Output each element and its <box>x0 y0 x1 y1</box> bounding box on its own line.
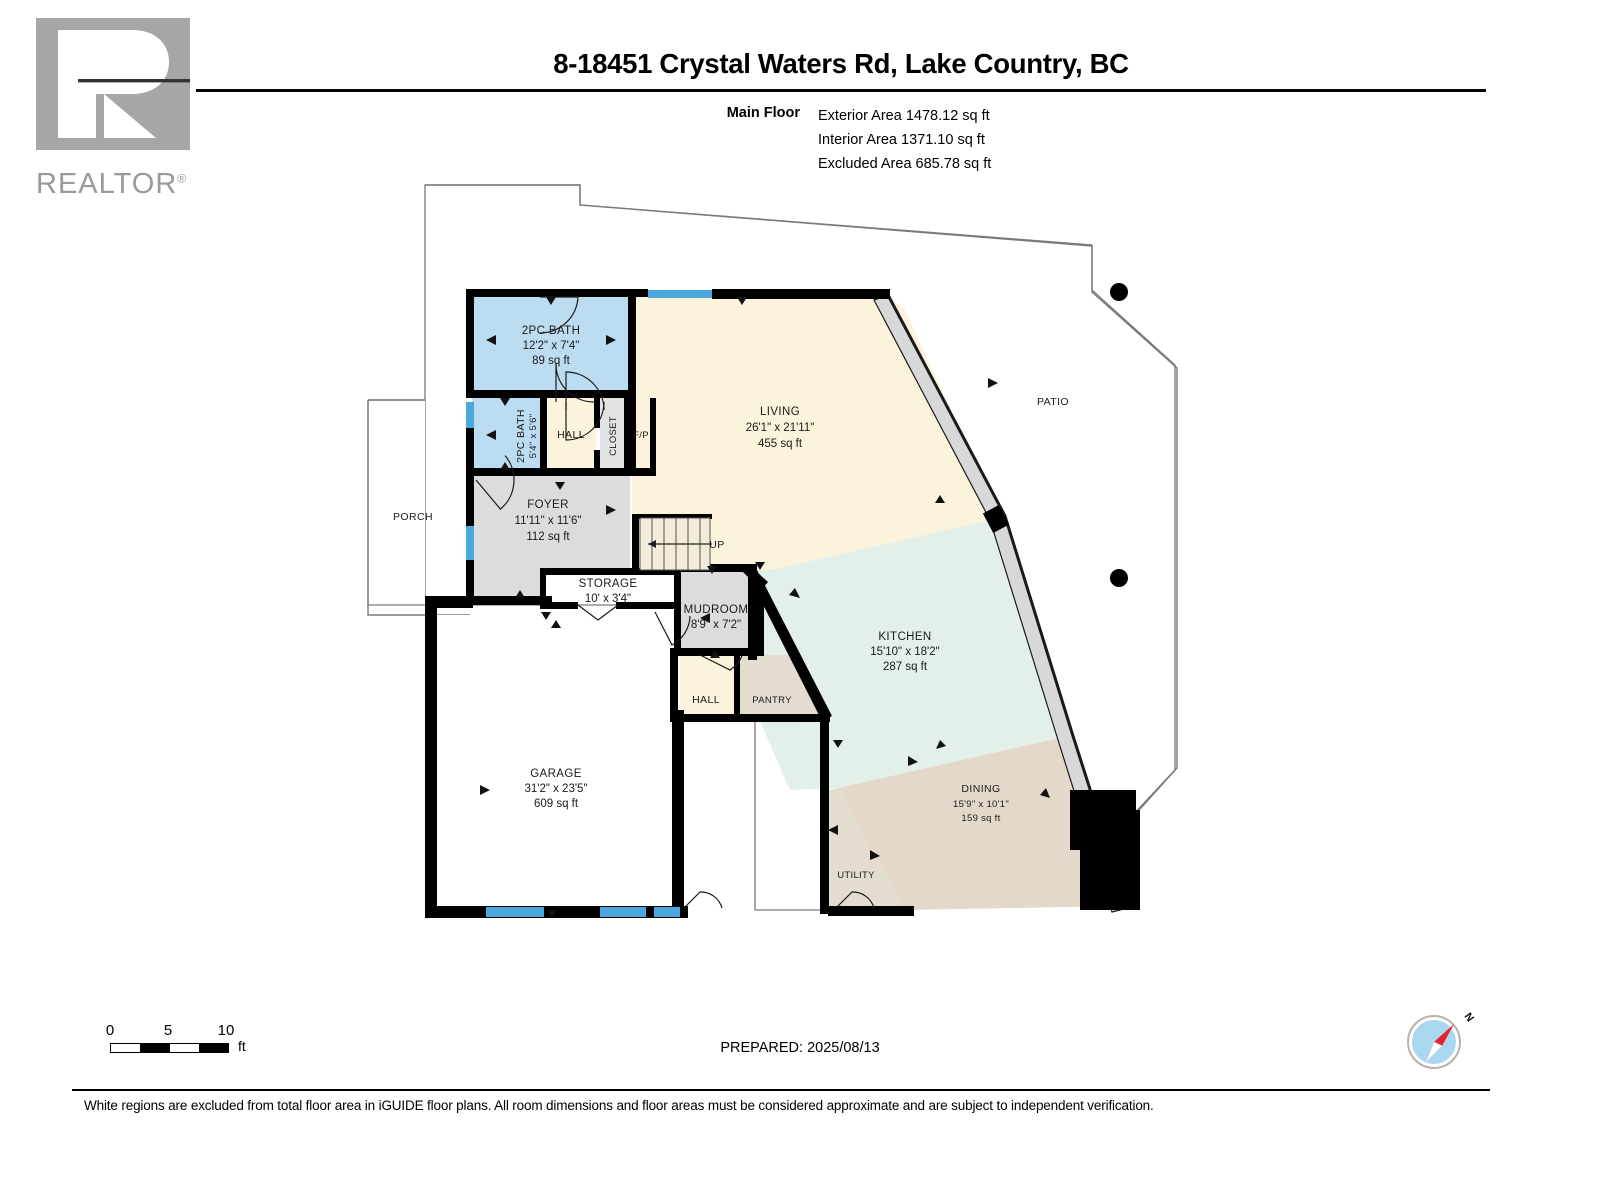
room-name-bath-upper: 2PC BATH <box>522 325 581 337</box>
room-area-living: 455 sq ft <box>758 438 803 450</box>
room-name-hall-upper: HALL <box>557 429 585 441</box>
room-area-bath-upper: 89 sq ft <box>532 355 571 367</box>
realtor-r-icon <box>36 18 190 150</box>
page-title: 8-18451 Crystal Waters Rd, Lake Country,… <box>553 48 1129 79</box>
interior-area: Interior Area 1371.10 sq ft <box>818 132 985 148</box>
page-header: REALTOR® 8-18451 Crystal Waters Rd, Lake… <box>0 0 1600 200</box>
room-area-kitchen: 287 sq ft <box>883 661 928 673</box>
compass-north-label: N <box>1462 1011 1476 1024</box>
realtor-wordmark: REALTOR® <box>36 168 187 201</box>
staircase: UP <box>639 517 724 571</box>
floor-label: Main Floor <box>726 105 800 121</box>
title-divider <box>196 89 1486 92</box>
floor-plan: UP <box>0 150 1600 1010</box>
realtor-wordmark-text: REALTOR <box>36 168 178 200</box>
room-name-patio: PATIO <box>1037 396 1069 408</box>
room-dim-kitchen: 15'10" x 18'2" <box>870 646 939 658</box>
room-area-dining: 159 sq ft <box>961 813 1000 824</box>
room-name-kitchen: KITCHEN <box>878 631 931 643</box>
room-name-fp: F/P <box>633 430 649 441</box>
scale-tick-0: 0 <box>105 1022 115 1039</box>
footer-divider <box>72 1089 1490 1091</box>
windows <box>466 290 712 917</box>
room-name-living: LIVING <box>760 406 800 418</box>
room-dim-storage: 10' x 3'4" <box>585 593 631 605</box>
garage-interior <box>432 615 680 915</box>
room-dim-bath-lower: 5'4" x 5'6" <box>528 414 539 459</box>
room-name-porch: PORCH <box>393 511 433 523</box>
scale-unit-label: ft <box>238 1038 246 1054</box>
prepared-date: PREPARED: 2025/08/13 <box>720 1040 880 1056</box>
room-area-garage: 609 sq ft <box>534 798 579 810</box>
scale-segment <box>198 1044 228 1052</box>
room-name-bath-lower: 2PC BATH <box>515 409 527 463</box>
exterior-area: Exterior Area 1478.12 sq ft <box>818 108 990 124</box>
registered-mark: ® <box>177 171 188 186</box>
door-swings <box>475 296 875 909</box>
room-labels: 2PC BATH 12'2" x 7'4" 89 sq ft 2PC BATH … <box>393 325 1069 881</box>
room-name-storage: STORAGE <box>579 578 638 590</box>
room-area-foyer: 112 sq ft <box>526 531 570 543</box>
room-dim-mudroom: 8'9" x 7'2" <box>691 619 741 631</box>
room-name-pantry: PANTRY <box>752 695 792 706</box>
scale-segment <box>140 1044 170 1052</box>
room-name-garage: GARAGE <box>530 768 582 780</box>
room-name-mudroom: MUDROOM <box>684 604 749 616</box>
stair-direction-label: UP <box>709 539 724 551</box>
compass-rose-icon: N <box>1407 1011 1476 1069</box>
patio-posts <box>1110 283 1128 587</box>
realtor-logo: REALTOR® <box>36 18 194 200</box>
patio-post-icon <box>1110 283 1128 301</box>
scale-bar-group: 0 5 10 ft <box>96 1022 266 1054</box>
patio-post-icon <box>1110 569 1128 587</box>
scale-tick-10: 10 <box>217 1022 235 1039</box>
room-name-dining: DINING <box>961 783 1000 795</box>
scale-bar <box>110 1043 229 1053</box>
room-name-hall-lower: HALL <box>692 694 720 706</box>
disclaimer-text: White regions are excluded from total fl… <box>84 1098 1154 1113</box>
room-dim-foyer: 11'11" x 11'6" <box>515 515 582 527</box>
room-name-closet: CLOSET <box>608 416 619 456</box>
room-name-utility: UTILITY <box>837 870 875 881</box>
room-dim-dining: 15'9" x 10'1" <box>953 799 1009 810</box>
floor-summary: Main Floor Exterior Area 1478.12 sq ft I… <box>700 104 992 176</box>
scale-tick-labels: 0 5 10 <box>96 1022 266 1040</box>
room-dim-bath-upper: 12'2" x 7'4" <box>523 340 580 352</box>
room-dim-garage: 31'2" x 23'5" <box>524 783 587 795</box>
title-block: 8-18451 Crystal Waters Rd, Lake Country,… <box>196 48 1486 92</box>
dimension-arrows <box>480 297 1050 918</box>
room-dim-living: 26'1" x 21'11" <box>746 422 815 434</box>
area-list: Exterior Area 1478.12 sq ft Interior Are… <box>818 104 991 176</box>
floor-plan-drawing: UP <box>367 184 1178 918</box>
excluded-area: Excluded Area 685.78 sq ft <box>818 156 992 172</box>
room-name-foyer: FOYER <box>527 499 569 511</box>
scale-tick-5: 5 <box>163 1022 173 1039</box>
